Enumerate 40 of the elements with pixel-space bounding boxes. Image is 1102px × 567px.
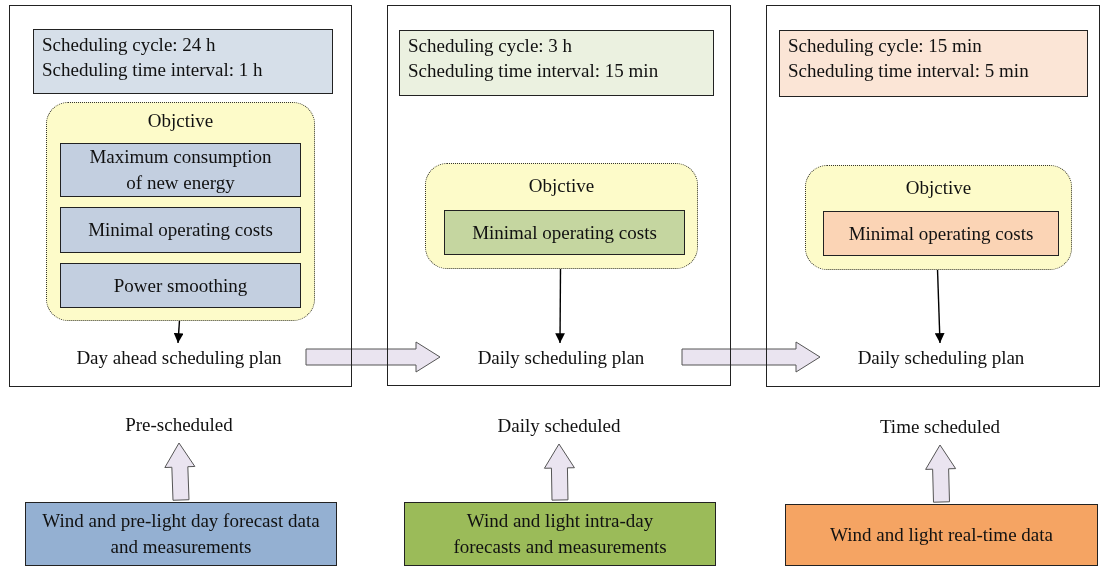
block-arrow — [305, 341, 441, 373]
setting-text: Scheduling cycle: 3 h — [408, 34, 574, 58]
data-source-box: Wind and light real-time data — [785, 504, 1098, 566]
objective-title: Objctive — [146, 109, 215, 133]
setting-text: Scheduling time interval: 5 min — [788, 58, 1030, 83]
objective-title: Objctive — [527, 174, 596, 198]
objective-container — [425, 163, 698, 269]
objective-box: Minimal operating costs — [60, 207, 301, 253]
stage-panel — [387, 5, 731, 386]
setting-text: Scheduling time interval: 1 h — [42, 57, 264, 82]
arrow — [173, 319, 184, 344]
plan-text: Time scheduled — [879, 414, 1001, 439]
block-arrow — [164, 442, 196, 501]
arrow — [555, 267, 565, 344]
plan-text: Pre-scheduled — [125, 412, 233, 437]
data-source-box: Wind and pre-light day forecast data and measurements — [25, 502, 337, 566]
block-arrow — [681, 341, 821, 373]
block-arrow — [925, 444, 957, 503]
setting-text: Scheduling cycle: 15 min — [788, 34, 983, 58]
setting-text: Scheduling time interval: 15 min — [408, 58, 660, 83]
objective-box: Maximum consumption of new energy — [60, 143, 301, 197]
arrow — [934, 268, 945, 344]
data-source-box: Wind and light intra-day forecasts and measurements — [404, 502, 716, 566]
plan-text: Daily scheduling plan — [857, 345, 1025, 370]
stage-panel — [9, 5, 352, 387]
objective-box: Minimal operating costs — [823, 211, 1059, 256]
settings-box — [33, 29, 333, 94]
plan-text: Day ahead scheduling plan — [76, 345, 282, 370]
plan-text: Daily scheduling plan — [477, 345, 645, 370]
block-arrow — [543, 443, 575, 501]
setting-text: Scheduling cycle: 24 h — [42, 33, 217, 57]
plan-text: Daily scheduled — [497, 413, 621, 438]
stage-panel — [766, 5, 1100, 387]
settings-box — [779, 30, 1088, 97]
objective-container — [805, 165, 1072, 270]
objective-title: Objctive — [904, 176, 973, 200]
objective-box: Power smoothing — [60, 263, 301, 308]
settings-box — [399, 30, 714, 96]
objective-container — [46, 102, 315, 321]
objective-box: Minimal operating costs — [444, 210, 685, 255]
